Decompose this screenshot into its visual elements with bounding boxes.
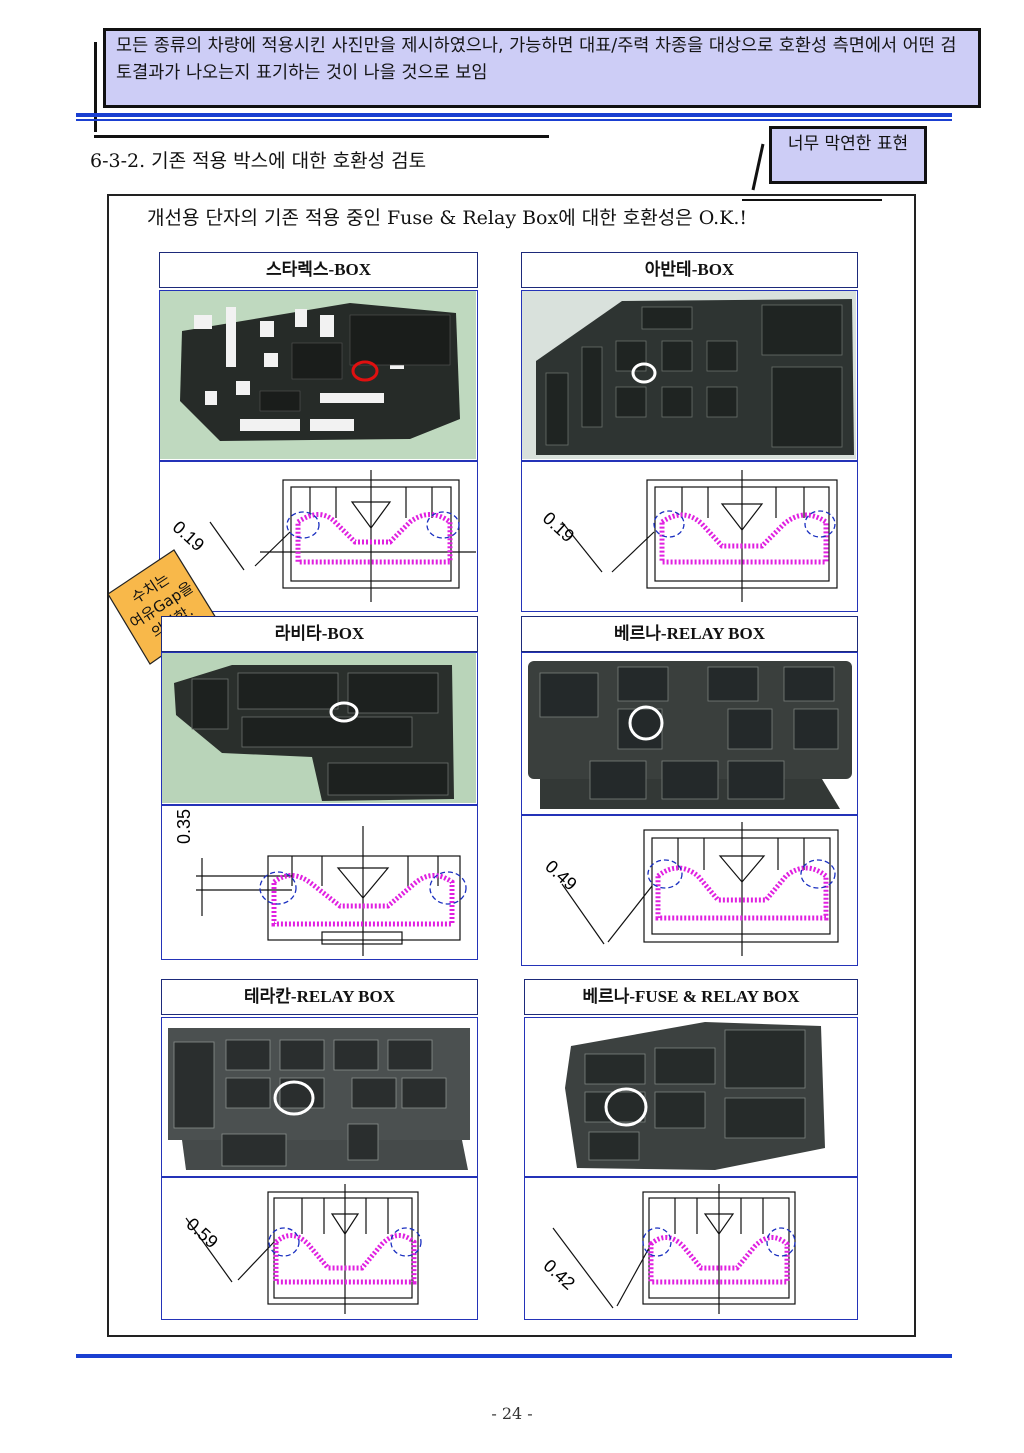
gap-value-verna-fuse-relay: 0.42 — [540, 1255, 579, 1293]
title-overline — [94, 135, 549, 138]
gap-value-verna-relay: 0.49 — [541, 856, 580, 894]
box-label-avante: 아반테-BOX — [521, 252, 858, 288]
comparison-frame — [107, 194, 916, 1337]
summary-text: 개선용 단자의 기존 적용 중인 Fuse & Relay Box에 대한 호환… — [147, 207, 748, 229]
box-label-verna-fuse-relay: 베르나-FUSE & RELAY BOX — [524, 979, 858, 1015]
drawing-terracan-relay: 0.59 — [161, 1177, 478, 1320]
section-title: 6-3-2. 기존 적용 박스에 대한 호환성 검토 — [90, 150, 427, 172]
box-label-lavita: 라비타-BOX — [161, 616, 478, 652]
summary-underline-mark — [742, 199, 882, 201]
box-label-starex: 스타렉스-BOX — [159, 252, 478, 288]
drawing-avante: 0.19 — [521, 461, 858, 612]
page-number: - 24 - — [491, 1404, 533, 1423]
drawing-verna-fuse-relay: 0.42 — [524, 1177, 858, 1320]
review-comment-top: 모든 종류의 차량에 적용시킨 사진만을 제시하였으나, 가능하면 대표/주력 … — [103, 28, 981, 108]
review-comment-right: 너무 막연한 표현 — [769, 126, 927, 184]
box-label-terracan-relay: 테라칸-RELAY BOX — [161, 979, 478, 1015]
gap-value-lavita: 0.35 — [174, 809, 194, 844]
header-rule-thin — [76, 119, 952, 121]
header-rule — [76, 113, 952, 117]
photo-verna-relay-box — [521, 652, 858, 815]
gap-value-avante: 0.19 — [539, 508, 578, 546]
drawing-verna-relay: 0.49 — [521, 815, 858, 966]
photo-verna-fuse-relay-box — [524, 1017, 858, 1177]
photo-terracan-relay-box — [161, 1017, 478, 1177]
footer-rule — [76, 1354, 952, 1358]
photo-avante-box — [521, 290, 858, 461]
comment-connector-bar — [94, 42, 97, 132]
drawing-starex: 0.19 — [159, 461, 478, 612]
box-label-verna-relay: 베르나-RELAY BOX — [521, 616, 858, 652]
photo-starex-box — [159, 290, 478, 461]
comment-pointer-line — [751, 143, 765, 191]
drawing-lavita: 0.35 — [161, 805, 478, 960]
gap-value-terracan-relay: 0.59 — [182, 1214, 221, 1252]
photo-lavita-box — [161, 652, 478, 805]
